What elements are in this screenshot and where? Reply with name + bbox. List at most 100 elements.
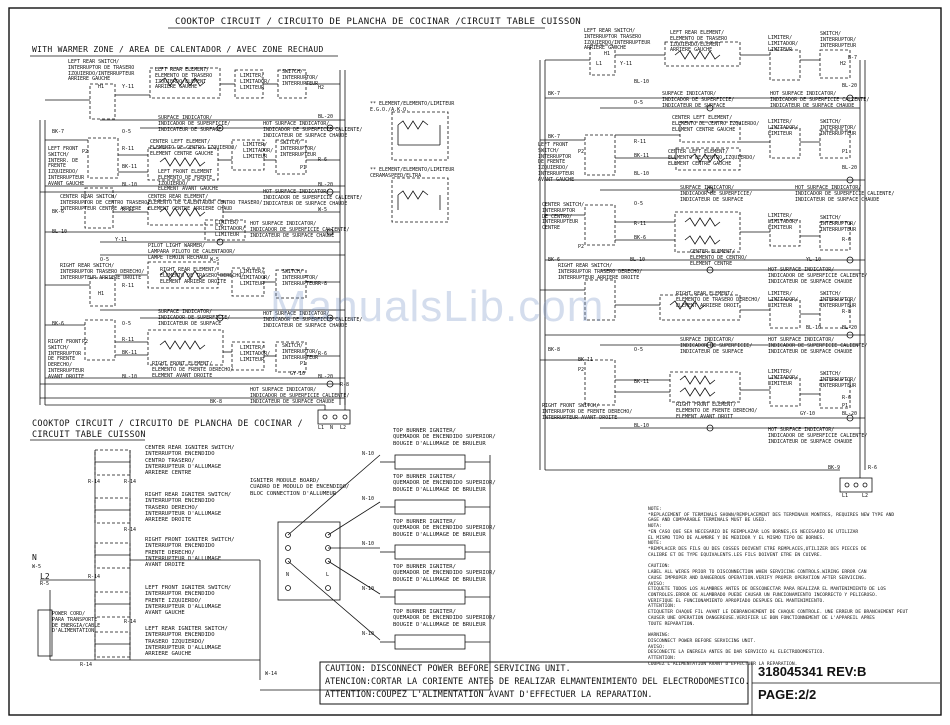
r-label-surface-indicator-2: SURFACE INDICATOR/ INDICADOR DE SUPERFIC… xyxy=(680,185,753,203)
label-switch-2: SWITCH/ INTERRUPTOR/ INTERRUPTEUR xyxy=(280,140,317,158)
r-label-hot-surface-3: HOT SURFACE INDICATOR/ INDICADOR DE SUPE… xyxy=(768,267,868,285)
r-label-switch-1: SWITCH/ INTERRUPTOR/ INTERRUPTEUR xyxy=(820,31,857,49)
wire-bl10-a: BL-10 xyxy=(122,182,138,188)
igniter-left-rear: LEFT REAR IGNITER SWITCH/ INTERRUPTOR EN… xyxy=(145,626,228,658)
r-wire-r6-b: R-6 xyxy=(842,395,852,401)
r-label-center-switch: CENTER SWITCH/ INTERRUPTOR DE CENTRO/ IN… xyxy=(542,202,585,231)
ig-wire-r14-e: R-14 xyxy=(124,619,137,625)
r-wire-r11-a: R-11 xyxy=(634,139,647,145)
limiter-detail-ego: ** ELEMENT/ELEMENTO/LIMITEUR E.G.O./A.K.… xyxy=(370,101,455,113)
label-switch-4: SWITCH/ INTERRUPTOR/ INTERRUPTEUR xyxy=(282,269,319,287)
label-limiter-4: LIMITER/ LIMITADOR/ LIMITEUR xyxy=(240,269,271,287)
wire-o5-a: O-5 xyxy=(122,129,132,135)
r-wire-bk8: BK-8 xyxy=(548,347,561,353)
label-left-front-switch: LEFT FRONT SWITCH/ INTERR. DE FRENTE IZQ… xyxy=(48,146,85,187)
page-number: PAGE:2/2 xyxy=(758,687,817,702)
cord-l2: L2 xyxy=(40,572,50,581)
cord-n: N xyxy=(32,553,37,562)
igniter-module-board: IGNITER MODULE BOARD/ CUADRO DE MODULO D… xyxy=(250,478,350,497)
label-switch-1: SWITCH/ INTERRUPTOR/ INTERRUPTEUR xyxy=(282,69,319,87)
r-wire-yl10: YL-10 xyxy=(806,257,822,263)
label-limiter-1: LIMITER/ LIMITADOR/ LIMITEUR xyxy=(240,73,271,91)
warmer-title: WITH WARMER ZONE / AREA DE CALENTADOR / … xyxy=(32,45,324,54)
wire-o11-a: R-11 xyxy=(122,207,135,213)
r-wire-r6-a: R-6 xyxy=(842,237,852,243)
r-wire-bk9: BK-9 xyxy=(828,465,841,471)
ig-wire-r14-b: R-14 xyxy=(124,479,137,485)
wire-r8-b: R-8 xyxy=(340,382,350,388)
r-wire-r8: R-8 xyxy=(842,309,852,315)
r-wire-bk7-b: BK-7 xyxy=(548,134,561,140)
r-pin-p2-b: P2 xyxy=(578,244,585,250)
r-wire-y11: Y-11 xyxy=(620,61,633,67)
ig-wire-r14-f: R-14 xyxy=(80,662,93,668)
burner-igniter-5: TOP BURNER IGNITER/ QUEMADOR DE ENCENDID… xyxy=(393,609,496,628)
lower-title-2: CIRCUIT TABLE CUISSON xyxy=(32,430,146,440)
wire-bk11-b: BK-11 xyxy=(122,350,138,356)
r-label-center-left-element: CENTER LEFT ELEMENT/ ELEMENTO DE CENTRO … xyxy=(672,115,760,133)
main-title: COOKTOP CIRCUIT / CIRCUITO DE PLANCHA DE… xyxy=(175,17,582,27)
r-wire-bl10-b: BL-10 xyxy=(634,171,650,177)
r-wire-b7: B-7 xyxy=(848,55,858,61)
label-switch-5: SWITCH/ INTERRUPTOR/ INTERRUPTEUR xyxy=(282,343,319,361)
warmer-zone-circuit xyxy=(39,67,351,425)
r-wire-o5-a: O-5 xyxy=(634,100,644,106)
wire-w5-b: W-5 xyxy=(318,207,328,213)
pin-h1-a: H1 xyxy=(98,84,105,90)
document-number: 318045341 REV:B xyxy=(758,664,867,679)
r-label-left-front-switch: LEFT FRONT SWITCH/ INTERRUPTOR DE FRENTE… xyxy=(538,142,575,183)
ig-wire-r14-c: R-14 xyxy=(124,527,137,533)
service-notes: NOTE: *REPLACEMENT OF TERMINALS SHOWN/RE… xyxy=(648,507,908,667)
r-label-limiter-5: LIMITER/ LIMITADOR/ LIMITEUR xyxy=(768,369,799,387)
wire-o5-c: O-5 xyxy=(122,321,132,327)
ig-wire-w14: W-14 xyxy=(265,671,278,677)
r-wire-bl10-d: BL-10 xyxy=(634,423,650,429)
r-pin-h2: H2 xyxy=(840,61,847,67)
label-hot-surface-2: HOT SURFACE INDICATOR/ INDICADOR DE SUPE… xyxy=(263,189,363,207)
r-wire-bk11-b: BK-11 xyxy=(578,357,594,363)
sheet-border xyxy=(8,7,942,716)
label-center-rear-element: CENTER REAR ELEMENT/ ELEMENTO DE CALENTA… xyxy=(148,194,263,212)
ig-wire-n10-d: N-10 xyxy=(362,586,375,592)
label-hot-surface-1: HOT SURFACE INDICATOR/ INDICADOR DE SUPE… xyxy=(263,121,363,139)
burner-igniter-1: TOP BURNER IGNITER/ QUEMADOR DE ENCENDID… xyxy=(393,428,496,447)
wire-bl10-b: BL-10 xyxy=(52,229,68,235)
igniter-right-front: RIGHT FRONT IGNITER SWITCH/ INTERRUPTOR … xyxy=(145,537,235,569)
r-label-right-rear-element: RIGHT REAR ELEMENT/ ELEMENTO DE TRASERO … xyxy=(676,291,761,309)
label-warmer-light: PILOT LIGHT WARMER/ LAMPARA PILOTO DE CA… xyxy=(148,243,236,261)
terminal-n-a: N xyxy=(330,425,334,431)
igniter-circuit xyxy=(37,449,491,691)
label-hot-surface-5: HOT SURFACE INDICATOR/ INDICADOR DE SUPE… xyxy=(250,387,350,405)
caution-box xyxy=(319,661,749,705)
r-label-switch-5: SWITCH/ INTERRUPTOR/ INTERRUPTEUR xyxy=(820,371,857,389)
ig-wire-n10-b: N-10 xyxy=(362,496,375,502)
r-wire-bl20-a: BL-20 xyxy=(842,83,858,89)
pin-p2-b: P2 xyxy=(82,339,89,345)
wire-y11-a: Y-11 xyxy=(122,84,135,90)
wire-r11-a: R-11 xyxy=(122,146,135,152)
r-label-center-element: CENTER ELEMENT/ ELEMENTO DE CENTRO/ ELEM… xyxy=(690,249,748,267)
power-cord-label: POWER CORD/ PARA TRANSPORTE DE ENERGIA/C… xyxy=(52,611,101,635)
r-wire-o5-c: O-5 xyxy=(634,347,644,353)
pin-p2-a: P2 xyxy=(82,149,89,155)
burner-igniter-4: TOP BURNER IGNITER/ QUEMADOR DE ENCENDID… xyxy=(393,564,496,583)
r-wire-bk11-a: BK-11 xyxy=(634,153,650,159)
label-hot-surface-3: HOT SURFACE INDICATOR/ INDICADOR DE SUPE… xyxy=(250,221,350,239)
ig-wire-n10-c: N-10 xyxy=(362,541,375,547)
r-wire-gy10: GY-10 xyxy=(800,411,816,417)
terminal-l2-a: L2 xyxy=(340,425,347,431)
wire-r8-a: R-8 xyxy=(318,281,328,287)
r-label-switch-3: SWITCH/ INTERRUPTOR/ INTERRUPTEUR xyxy=(820,215,857,233)
limiter-detail xyxy=(391,111,449,223)
wire-bk6-b: BK-6 xyxy=(52,321,65,327)
pin-p1-a: P1 xyxy=(300,165,307,171)
r-wire-bk7-a: BK-7 xyxy=(548,91,561,97)
r-pin-p1-a: P1 xyxy=(842,149,849,155)
r-wire-r9: R-6 xyxy=(868,465,878,471)
r-pin-p2-c: P2 xyxy=(578,367,585,373)
r-pin-p2-a: P2 xyxy=(578,149,585,155)
ig-wire-n10-a: N-10 xyxy=(362,451,375,457)
r-label-switch-2: SWITCH/ INTERRUPTOR/ INTERRUPTEUR xyxy=(820,119,857,137)
